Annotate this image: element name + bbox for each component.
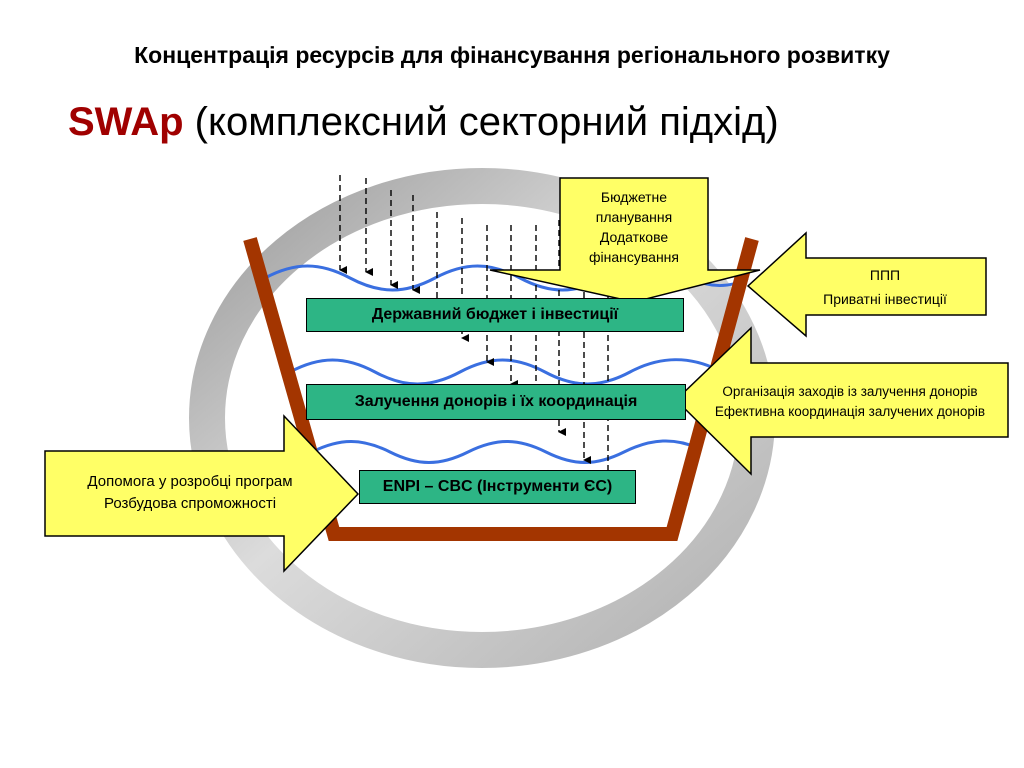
ppp-callout-text: ППП Приватні інвестиції [790,262,980,312]
capacity-callout-arrow [44,414,360,573]
capacity-line-1: Допомога у розробці програм [87,473,293,490]
donor-line-1: Організація заходів із залучення донорів [722,384,978,399]
wave-line-3 [311,439,699,464]
water-waves [264,264,749,464]
ppp-line-1: ППП [869,267,901,283]
budget-callout-arrow [489,177,761,303]
title-subtitle: (комплексний секторний підхід) [194,100,779,144]
ppp-callout-arrow [746,231,987,338]
budget-line-2: планування [595,209,673,225]
donor-line-2: Ефективна координація залучених донорів [714,404,986,419]
page-heading: Концентрація ресурсів для фінансування р… [134,42,890,68]
budget-line-4: фінансування [589,249,679,265]
capacity-line-2: Розбудова спроможності [103,495,277,512]
ppp-line-2: Приватні інвестиції [823,291,947,307]
wave-line-2 [289,358,719,386]
budget-line-1: Бюджетне [600,189,668,205]
level-state-budget: Державний бюджет і інвестиції [306,298,684,332]
budget-callout-text: Бюджетне планування Додаткове фінансуван… [560,186,708,268]
level-enpi-cbc: ENPI – CBC (Інструменти ЄС) [359,470,636,504]
donor-callout-arrow [674,326,1009,476]
budget-line-3: Додаткове [599,229,669,245]
capacity-callout-text: Допомога у розробці програм Розбудова сп… [45,470,335,516]
title-acronym: SWAp [68,100,184,144]
level-donor-coordination: Залучення донорів і їх координація [306,384,686,420]
slide-title: SWAp (комплексний секторний підхід) [68,100,779,145]
donor-callout-text: Організація заходів із залучення донорів… [680,382,1020,422]
